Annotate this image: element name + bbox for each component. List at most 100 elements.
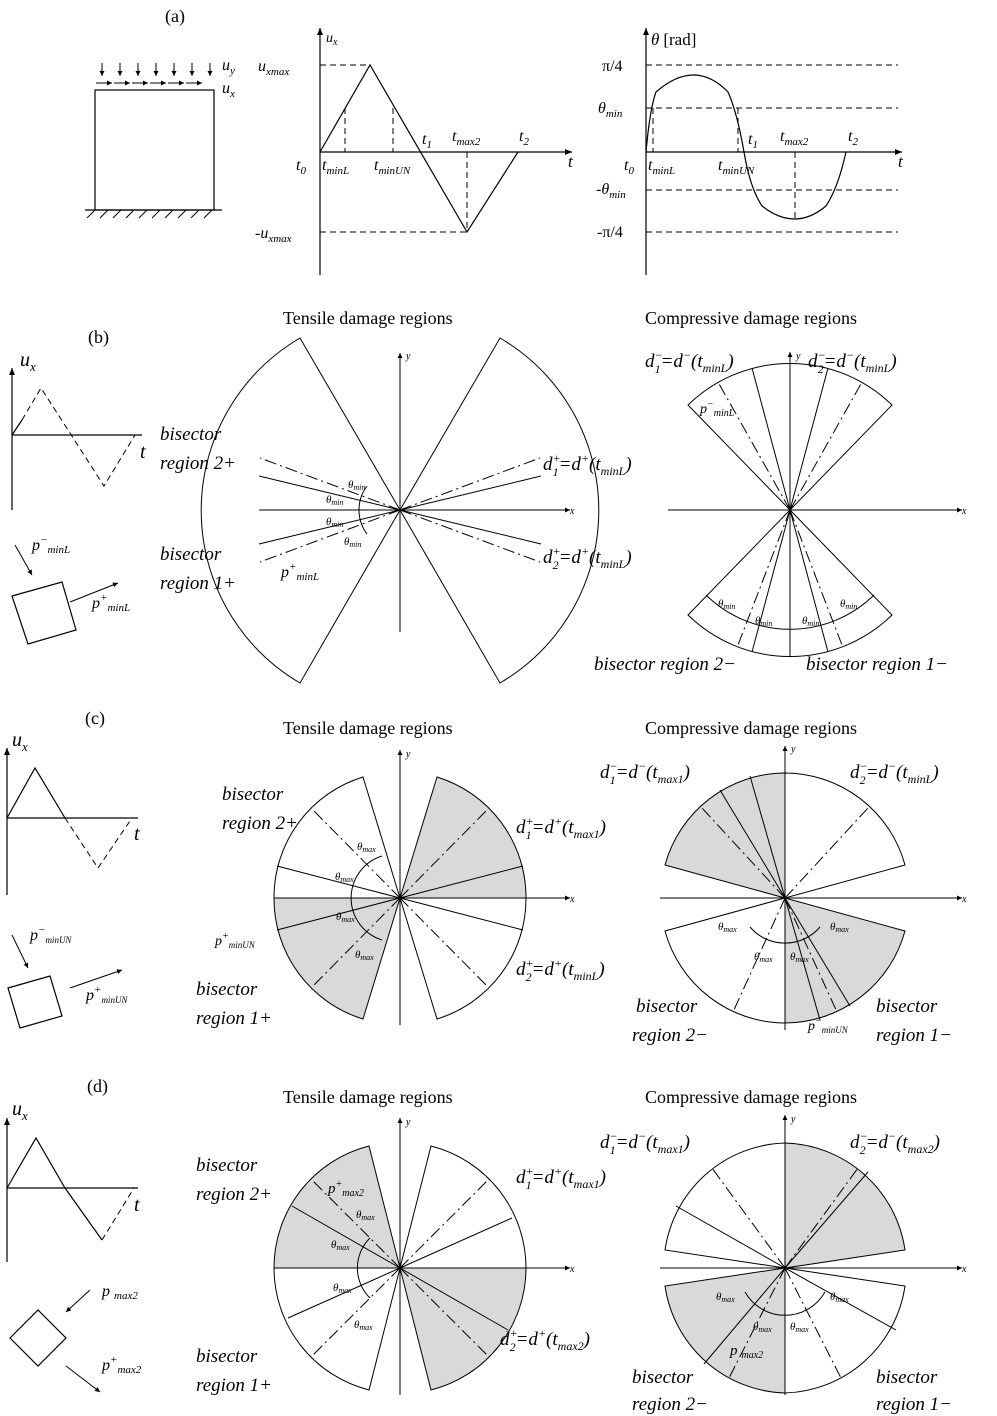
t2-label: t2	[519, 128, 529, 148]
d2-minus-label: d−2=d−(tminL)	[850, 759, 939, 787]
theta-tmax2-label: tmax2	[780, 128, 809, 148]
bisector-region-2minus-label: bisector	[632, 1367, 694, 1388]
theta-label: θmax	[753, 1321, 772, 1334]
bisector-region-1minus-label: region 1−	[876, 1025, 952, 1046]
theta-label: θmin	[348, 479, 365, 492]
d2-minus-label: d−2=d−(tmax2)	[850, 1129, 940, 1157]
bisector-region-2minus-label: bisector region 2−	[594, 654, 736, 675]
ux-sketch-b: ux t	[9, 349, 146, 510]
y-axis-label: y	[790, 744, 796, 755]
p-plus-minUN-label: p+minUN	[214, 931, 256, 950]
x-axis-label: x	[569, 506, 575, 517]
bisector-region-2minus-label: region 2−	[632, 1025, 708, 1046]
y-axis-label: y	[405, 1117, 411, 1128]
p-minus-minL-label: p−minL	[31, 534, 70, 556]
d2-plus-label: d+2=d+(tminL)	[516, 956, 605, 984]
t-sketch-label-b: t	[140, 441, 146, 463]
t0-label: t0	[296, 157, 306, 177]
bisector-region-2plus-label: bisector	[222, 784, 284, 805]
panel-d: (d) Tensile damage regions Compressive d…	[4, 1076, 967, 1415]
theta-label: θmax	[830, 1291, 849, 1304]
neg-thetamin-label: -θmin	[596, 181, 626, 201]
theta-label: θmax	[335, 871, 354, 884]
p-plus-max2-label: p+max2	[327, 1179, 364, 1199]
bisector-region-2plus-label: region 2+	[222, 813, 298, 834]
bisector-region-1plus-label: bisector	[196, 1346, 258, 1367]
bisector-region-1plus-label: region 1+	[196, 1375, 272, 1396]
compressive-title-b: Compressive damage regions	[645, 308, 857, 328]
pi4-label: π/4	[602, 58, 623, 75]
d1-plus-label: d+1=d+(tmax1)	[516, 814, 606, 842]
panel-c: (c) Tensile damage regions Compressive d…	[4, 708, 967, 1046]
d2-minus-label: d−2=d−(tminL)	[808, 348, 897, 376]
p-minus-minL-label: p−minL	[699, 399, 735, 419]
p-plus-max2-label: p+max2	[101, 1354, 142, 1376]
ux-sketch-label-c: ux	[12, 729, 28, 754]
theta-label: θmin	[326, 516, 343, 529]
theta-label: θmax	[716, 1291, 735, 1304]
panel-label-d: (d)	[87, 1076, 108, 1097]
d2-plus-label: d+2=d+(tminL)	[543, 544, 632, 572]
panel-b: (b) Tensile damage regions Compressive d…	[9, 308, 967, 684]
tensile-title-c: Tensile damage regions	[283, 718, 453, 738]
tminUN-label: tminUN	[374, 157, 411, 177]
theta-label: θmin	[755, 615, 772, 628]
t-sketch-label-c: t	[134, 823, 140, 845]
theta-label: θmax	[331, 1239, 350, 1252]
tminL-label: tminL	[322, 157, 349, 177]
bisector-region-2plus-label: bisector	[196, 1155, 258, 1176]
ux-sketch-label-d: ux	[12, 1098, 28, 1123]
tensile-diagram-c: y x θmax θmax θmax θmax p+minUN bisector…	[196, 749, 606, 1029]
theta-label: θmax	[790, 1321, 809, 1334]
d1-minus-label: d−1=d−(tminL)	[645, 348, 734, 376]
bisector-region-2plus-label: region 2+	[160, 453, 236, 474]
neg-pi4-label: -π/4	[597, 224, 623, 241]
bisector-region-1plus-label: region 1+	[196, 1008, 272, 1029]
theta-label: θmin	[326, 494, 343, 507]
compressive-title-d: Compressive damage regions	[645, 1087, 857, 1107]
panel-label-c: (c)	[85, 708, 105, 729]
tmax2-label: tmax2	[452, 128, 481, 148]
theta-label: θmin	[344, 536, 361, 549]
d1-minus-label: d−1=d−(tmax1)	[600, 759, 690, 787]
bisector-region-1minus-label: bisector region 1−	[806, 654, 948, 675]
theta-signal-curve	[645, 74, 847, 220]
theta-label: θmax	[357, 841, 376, 854]
theta-t2-label: t2	[848, 128, 858, 148]
p-minus-minUN-label: p−minUN	[807, 1016, 849, 1035]
d1-plus-label: d+1=d+(tmax1)	[516, 1164, 606, 1192]
bisector-region-1minus-label: region 1−	[876, 1394, 952, 1415]
d1-plus-label: d+1=d+(tminL)	[543, 451, 632, 479]
theta-label: θmax	[336, 911, 355, 924]
theta-label: θmax	[356, 1209, 375, 1222]
ux-axis-label: ux	[326, 31, 338, 48]
t1-label: t1	[422, 131, 432, 151]
theta-label: θmax	[718, 921, 737, 934]
panel-a: (a)	[85, 6, 904, 275]
bisector-region-2minus-label: region 2−	[632, 1394, 708, 1415]
x-axis-label: x	[961, 1264, 967, 1275]
bisector-region-2minus-label: bisector	[636, 996, 698, 1017]
d1-minus-label: d−1=d−(tmax1)	[600, 1129, 690, 1157]
p-plus-minUN-label: p+minUN	[85, 984, 128, 1005]
compressive-diagram-b: y x θmin θmin θmin θmin p−minL d−1=d−(tm…	[594, 348, 967, 675]
theta-t0-label: t0	[624, 157, 634, 177]
x-axis-label: x	[961, 894, 967, 905]
tensile-title-b: Tensile damage regions	[283, 308, 453, 328]
uxmax-label: uxmax	[258, 58, 289, 78]
neg-uxmax-label: -uxmax	[255, 225, 292, 245]
compressive-diagram-c: y x θmax θmax θmax θmax p−minUN d−1=d−(t…	[600, 744, 967, 1046]
theta-label: θmax	[333, 1282, 352, 1295]
bisector-region-1plus-label: region 1+	[160, 573, 236, 594]
theta-tminUN-label: tminUN	[718, 157, 755, 177]
t-axis-label: t	[568, 152, 574, 171]
rotated-square-c: p−minUN p+minUN	[7, 924, 128, 1029]
y-axis-label: y	[405, 749, 411, 760]
theta-label: θmin	[802, 615, 819, 628]
ux-time-plot: ux uxmax -uxmax t0 tminL tminUN t1 tmax2…	[255, 28, 574, 275]
